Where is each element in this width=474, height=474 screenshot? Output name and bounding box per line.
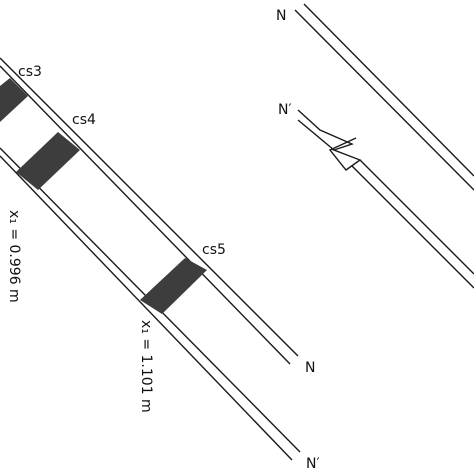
right-channel-wall-4 <box>351 165 474 289</box>
label-n-prime-lower: N′ <box>306 456 320 472</box>
right-channel-wall-1 <box>294 9 474 191</box>
cross-section-cs4-band <box>16 132 80 190</box>
label-cs4: cs4 <box>72 112 96 128</box>
measurement-x1-second: x₁ = 1.101 m <box>138 320 154 413</box>
lower-channel-wall-inner <box>0 155 293 461</box>
right-channel-wall-2 <box>303 3 474 177</box>
label-n-lower: N <box>305 360 315 376</box>
label-cs3: cs3 <box>18 64 42 80</box>
upper-channel-wall-outer <box>0 57 299 357</box>
upper-channel-wall-inner <box>0 65 291 365</box>
junction-hook-shape <box>297 109 362 171</box>
cross-section-cs5-band <box>140 258 207 314</box>
label-cs5: cs5 <box>202 242 226 258</box>
right-channel-wall-3 <box>359 159 474 275</box>
upper-channel-walls <box>0 57 299 365</box>
label-n-upper: N <box>276 8 286 24</box>
cross-section-cs3-band <box>0 78 28 122</box>
measurement-x1-first: x₁ = 0.996 m <box>6 210 22 303</box>
label-n-prime-upper: N′ <box>278 102 292 118</box>
right-channel <box>294 3 474 289</box>
